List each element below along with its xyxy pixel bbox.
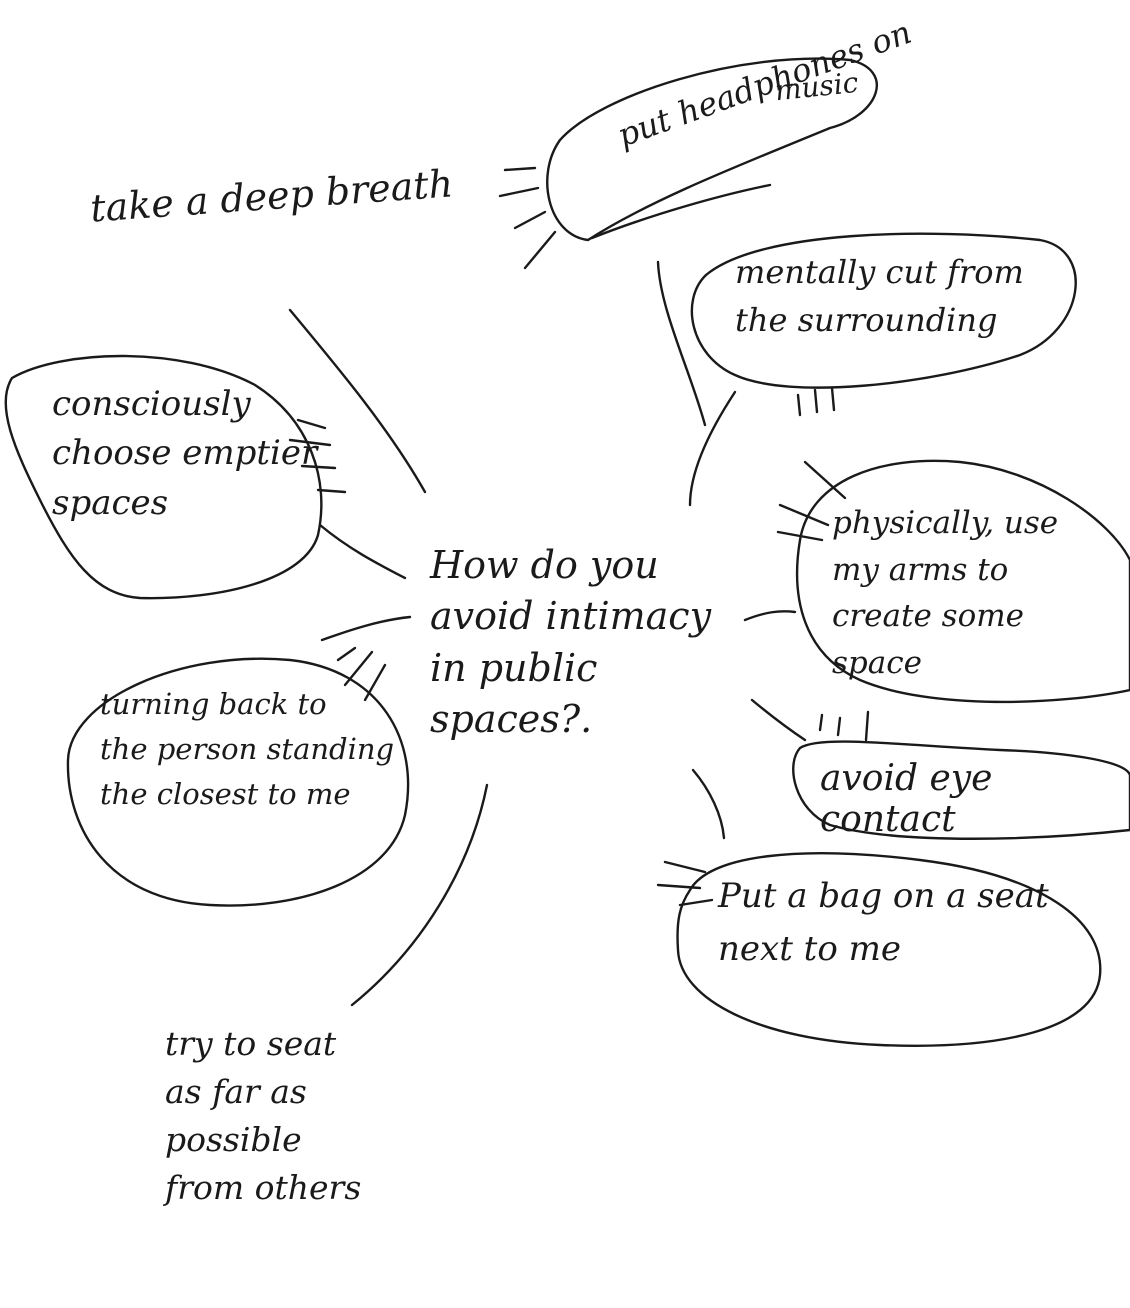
bubble-consciously <box>4 354 323 600</box>
node-turning-back: turning back to the person standing the … <box>100 687 395 811</box>
connector-consciously <box>318 523 407 580</box>
node-put-bag-on-seat: Put a bag on a seat next to me <box>718 876 1049 969</box>
node-mentally-cut: mentally cut from the surrounding <box>735 253 1024 339</box>
bubble-bag <box>676 852 1102 1047</box>
connector-mentally <box>688 390 737 507</box>
connector-music <box>590 183 772 240</box>
bubble-physically <box>795 459 1130 704</box>
connector-bag <box>691 768 726 840</box>
connector-turning <box>320 615 412 642</box>
central-question: How do you avoid intimacy in public spac… <box>430 543 712 741</box>
connector-breath <box>288 308 427 494</box>
connector-eye <box>750 698 807 742</box>
connector-seat <box>350 783 489 1007</box>
node-physically-use-arms: physically, use my arms to create some s… <box>832 505 1059 681</box>
connector-physically <box>743 610 797 622</box>
emphasis-marks <box>288 166 870 907</box>
node-seat-far-from-others: try to seat as far as possible from othe… <box>165 1024 362 1207</box>
node-consciously-choose: consciously choose emptier spaces <box>52 384 318 523</box>
bubble-headphones <box>546 57 878 242</box>
connector-headphones <box>656 260 707 427</box>
bubble-turning <box>66 657 410 907</box>
node-avoid-eye-contact: avoid eye contact <box>820 758 993 841</box>
bubble-mentally <box>690 232 1077 389</box>
